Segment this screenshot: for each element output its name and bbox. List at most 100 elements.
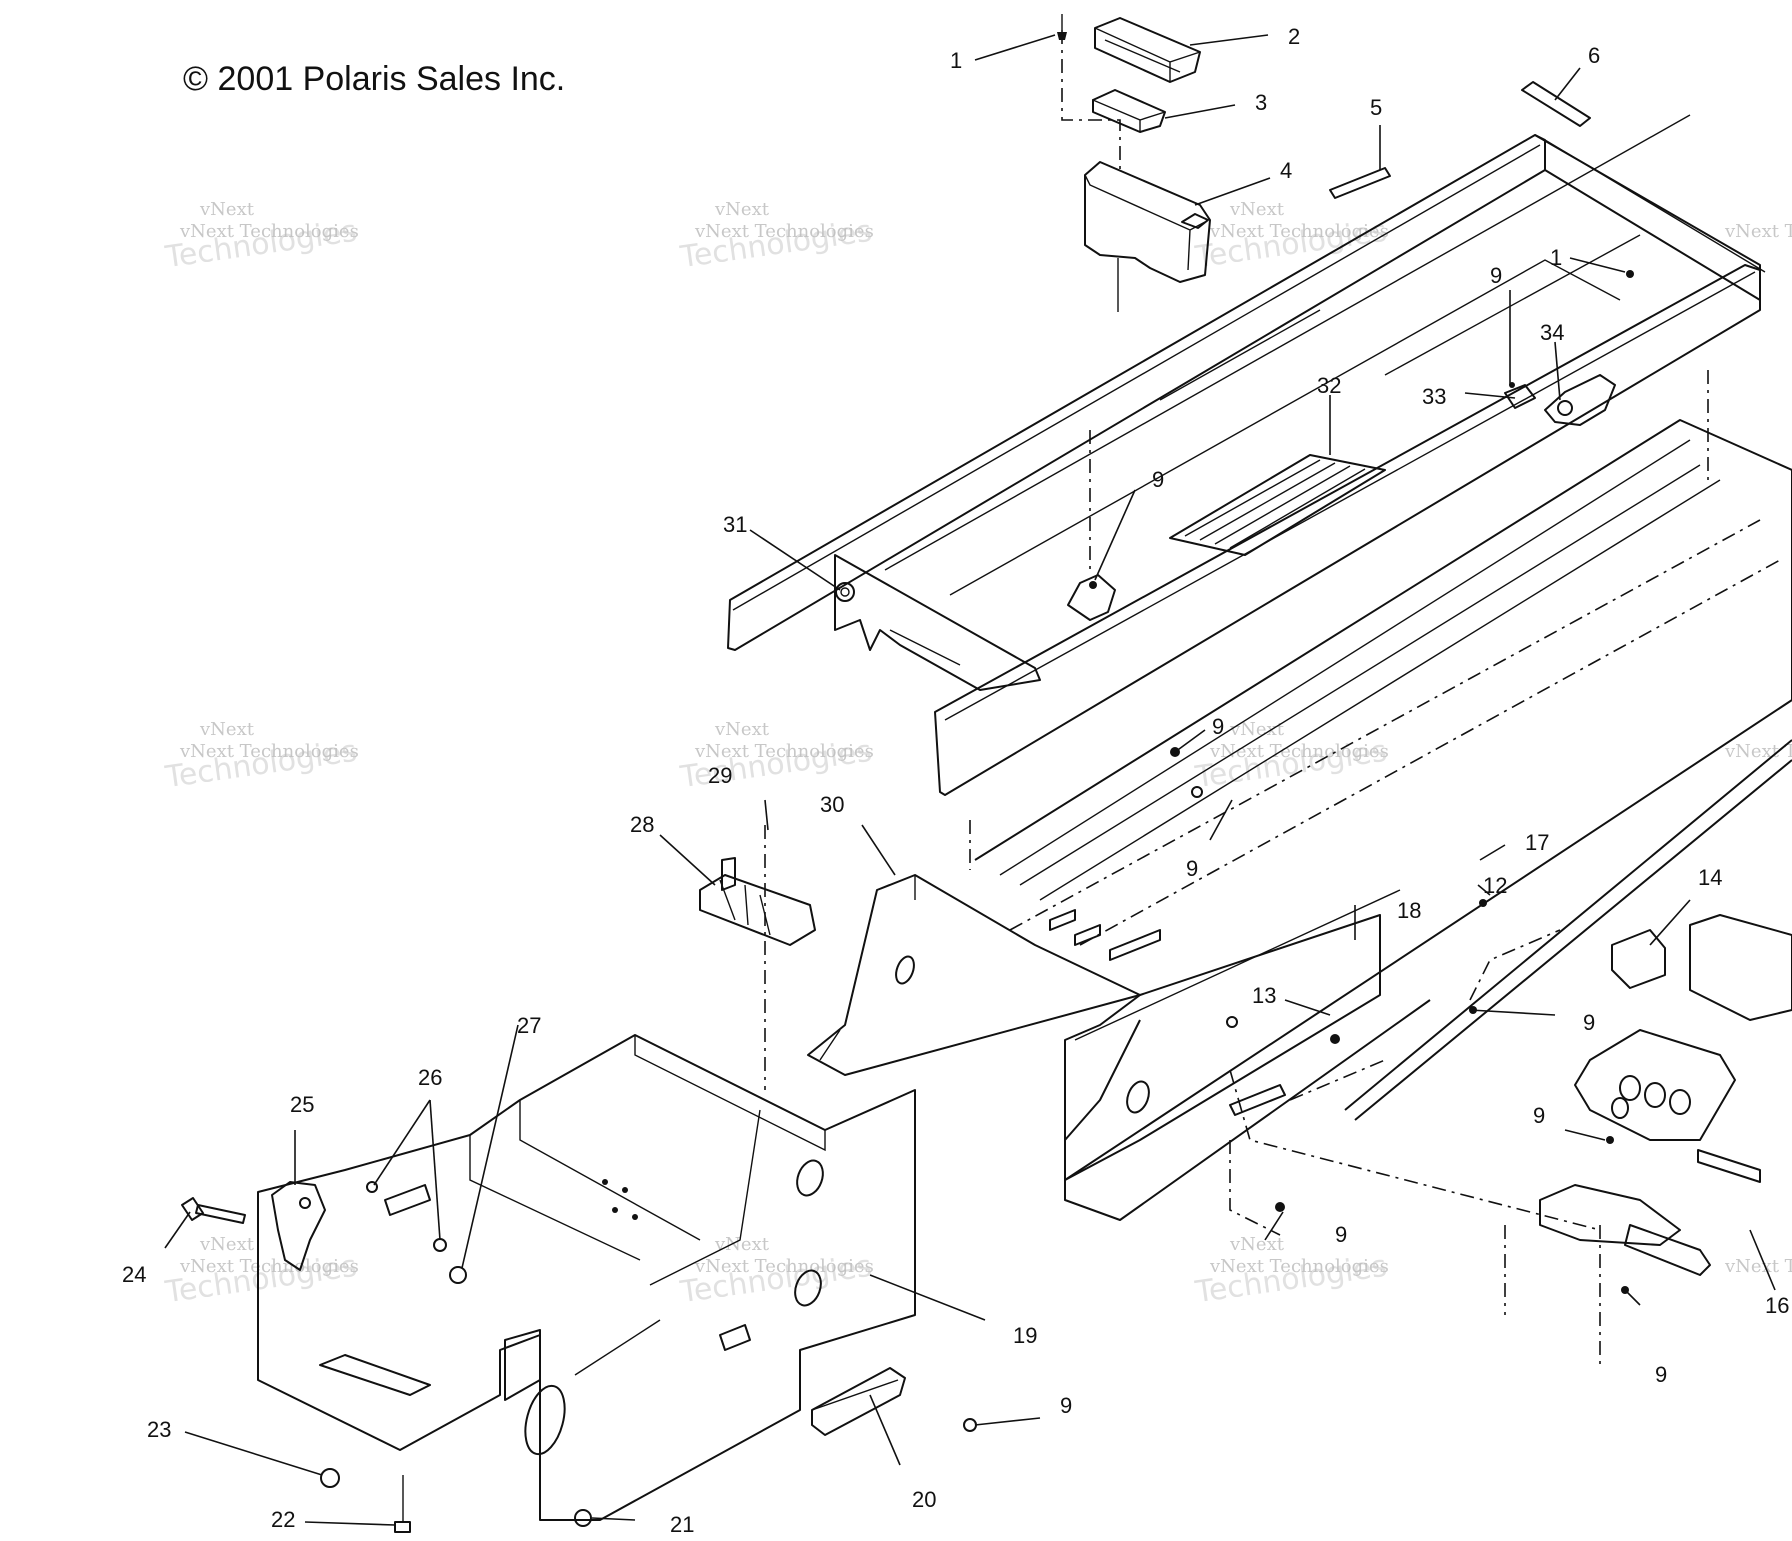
part-1-fastener bbox=[1057, 14, 1067, 40]
part-27-nut bbox=[449, 1266, 467, 1284]
front-bulkhead bbox=[257, 1034, 916, 1521]
callout-26: 26 bbox=[418, 1065, 442, 1090]
leader-lines bbox=[164, 34, 1776, 1526]
svg-text:vNext Technologies: vNext Technologies bbox=[1209, 221, 1389, 242]
callout-9-a: 9 bbox=[1490, 263, 1502, 288]
lower-tunnel bbox=[974, 419, 1792, 1221]
part-rod bbox=[1624, 1224, 1711, 1276]
callout-24: 24 bbox=[122, 1262, 146, 1287]
upper-tunnel-frame bbox=[727, 114, 1766, 796]
watermark: vNext vNext Technologies Technologies bbox=[162, 719, 359, 795]
part-9-bolt bbox=[963, 1418, 977, 1432]
callout-9-f: 9 bbox=[1533, 1103, 1545, 1128]
copyright-text: © 2001 Polaris Sales Inc. bbox=[183, 60, 565, 98]
callout-9-i: 9 bbox=[1060, 1393, 1072, 1418]
part-22-screw bbox=[394, 1521, 411, 1533]
watermark: vNext Technologies bbox=[1724, 221, 1792, 242]
watermark: vNext Technologies bbox=[1724, 1256, 1792, 1277]
svg-text:vNext Technologies: vNext Technologies bbox=[179, 1256, 359, 1277]
svg-text:vNext Technologies: vNext Technologies bbox=[694, 741, 874, 762]
part-26-nut bbox=[366, 1181, 378, 1193]
guide-line bbox=[1289, 1059, 1386, 1101]
svg-text:vNext: vNext bbox=[714, 199, 770, 220]
part-3-pad bbox=[1092, 89, 1166, 133]
svg-text:vNext: vNext bbox=[714, 719, 770, 740]
part-6-strip bbox=[1521, 81, 1591, 127]
callout-9-b: 9 bbox=[1152, 467, 1164, 492]
part-24-bolt bbox=[181, 1197, 246, 1224]
callout-5: 5 bbox=[1370, 95, 1382, 120]
callout-33: 33 bbox=[1422, 384, 1446, 409]
callout-32: 32 bbox=[1317, 373, 1341, 398]
callout-17: 17 bbox=[1525, 830, 1549, 855]
callout-12: 12 bbox=[1483, 873, 1507, 898]
part-lower-bracket bbox=[1539, 1184, 1681, 1246]
callout-3: 3 bbox=[1255, 90, 1267, 115]
svg-text:vNext: vNext bbox=[1229, 1234, 1285, 1255]
part-26-nut bbox=[433, 1238, 447, 1252]
svg-text:vNext Technologies: vNext Technologies bbox=[179, 221, 359, 242]
callout-9-h: 9 bbox=[1655, 1362, 1667, 1387]
part-4-housing bbox=[1084, 161, 1211, 283]
callout-18: 18 bbox=[1397, 898, 1421, 923]
guide-line bbox=[1061, 30, 1121, 175]
watermark: vNext vNext Technologies Technologies bbox=[677, 719, 874, 795]
callout-14: 14 bbox=[1698, 865, 1722, 890]
part-skid-bracket bbox=[1574, 1029, 1736, 1141]
part-28-bracket bbox=[699, 857, 816, 946]
svg-text:vNext Technologies: vNext Technologies bbox=[1209, 1256, 1389, 1277]
watermark: vNext vNext Technologies Technologies bbox=[162, 1234, 359, 1310]
part-14-component bbox=[1611, 914, 1792, 1021]
callout-labels: 1 2 3 4 5 6 1 9 34 33 32 9 31 9 29 28 30… bbox=[122, 24, 1789, 1537]
callout-20: 20 bbox=[912, 1487, 936, 1512]
svg-text:vNext Technologies: vNext Technologies bbox=[1724, 1256, 1792, 1277]
diagonal-tube bbox=[1344, 739, 1792, 1121]
svg-text:vNext: vNext bbox=[199, 199, 255, 220]
callout-16: 16 bbox=[1765, 1293, 1789, 1318]
watermark: vNext vNext Technologies Technologies bbox=[677, 1234, 874, 1310]
callout-22: 22 bbox=[271, 1507, 295, 1532]
callout-21: 21 bbox=[670, 1512, 694, 1536]
svg-text:vNext: vNext bbox=[199, 719, 255, 740]
callout-9-c: 9 bbox=[1212, 714, 1224, 739]
part-rod bbox=[1697, 1149, 1761, 1183]
part-23-nut bbox=[320, 1468, 340, 1488]
callout-9-d: 9 bbox=[1186, 856, 1198, 881]
svg-text:vNext: vNext bbox=[1229, 719, 1285, 740]
svg-text:vNext Technologies: vNext Technologies bbox=[1724, 741, 1792, 762]
callout-4: 4 bbox=[1280, 158, 1292, 183]
callout-9-g: 9 bbox=[1335, 1222, 1347, 1247]
watermark-group: vNext vNext Technologies Technologies vN… bbox=[162, 199, 1792, 1310]
callout-1-b: 1 bbox=[1550, 245, 1562, 270]
watermark: vNext vNext Technologies Technologies bbox=[677, 199, 874, 275]
part-21-nut bbox=[574, 1509, 592, 1527]
callout-9-e: 9 bbox=[1583, 1010, 1595, 1035]
svg-text:vNext: vNext bbox=[199, 1234, 255, 1255]
watermark: vNext Technologies bbox=[1724, 741, 1792, 762]
fastener-group bbox=[1170, 270, 1634, 1294]
callout-30: 30 bbox=[820, 792, 844, 817]
part-25-bracket bbox=[271, 1181, 326, 1271]
part-30-gusset bbox=[807, 874, 1141, 1076]
callout-23: 23 bbox=[147, 1417, 171, 1442]
callout-31: 31 bbox=[723, 512, 747, 537]
callout-13: 13 bbox=[1252, 983, 1276, 1008]
svg-text:vNext: vNext bbox=[1229, 199, 1285, 220]
callout-6: 6 bbox=[1588, 43, 1600, 68]
svg-text:vNext Technologies: vNext Technologies bbox=[1209, 741, 1389, 762]
guide-line bbox=[1469, 929, 1561, 1001]
svg-text:vNext Technologies: vNext Technologies bbox=[694, 221, 874, 242]
svg-text:vNext Technologies: vNext Technologies bbox=[179, 741, 359, 762]
callout-19: 19 bbox=[1013, 1323, 1037, 1348]
callout-34: 34 bbox=[1540, 320, 1564, 345]
callout-27: 27 bbox=[517, 1013, 541, 1038]
callout-25: 25 bbox=[290, 1092, 314, 1117]
guide-line bbox=[1229, 1140, 1281, 1236]
part-5-strip bbox=[1329, 167, 1391, 199]
watermark: vNext vNext Technologies Technologies bbox=[162, 199, 359, 275]
part-2-cap bbox=[1094, 17, 1201, 83]
part-20-angle bbox=[811, 1367, 906, 1436]
svg-text:vNext Technologies: vNext Technologies bbox=[1724, 221, 1792, 242]
